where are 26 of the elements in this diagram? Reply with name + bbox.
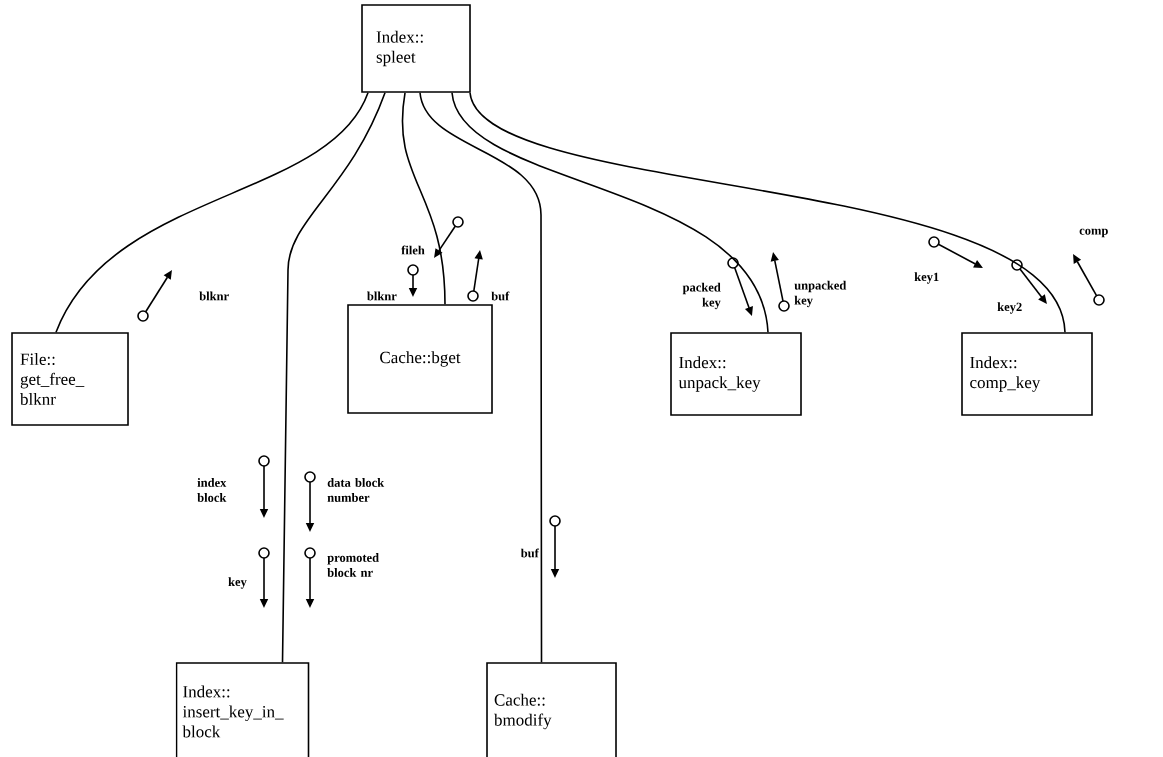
data-label: key <box>228 577 247 589</box>
connector-line <box>281 92 386 663</box>
connector-line <box>55 92 369 333</box>
process-box: Index:: spleet <box>361 4 471 93</box>
process-box: Cache::bget <box>347 304 493 414</box>
process-box: Index:: unpack_key <box>670 332 802 416</box>
data-label: index block <box>197 478 227 502</box>
data-label: buf <box>491 291 510 301</box>
connector-line <box>401 92 446 305</box>
data-label: promoted block nr <box>327 553 379 577</box>
data-label: unpacked key <box>794 280 847 308</box>
process-box: Index:: comp_key <box>961 332 1093 416</box>
connector-line <box>419 92 543 663</box>
data-label: comp <box>1079 228 1108 238</box>
data-label: fileh <box>401 245 425 255</box>
data-label: packed key <box>682 282 721 310</box>
process-box: Cache:: bmodify <box>486 662 617 757</box>
data-label: data block number <box>327 478 385 502</box>
data-label: key2 <box>997 302 1022 314</box>
connector-line <box>469 92 1066 333</box>
data-label: blknr <box>199 291 229 301</box>
data-label: buf <box>520 548 539 558</box>
process-box: File:: get_free_ blknr <box>11 332 129 426</box>
process-box: Index:: insert_key_in_ block <box>175 662 310 757</box>
connector-line <box>451 92 769 333</box>
data-label: key1 <box>914 272 939 284</box>
